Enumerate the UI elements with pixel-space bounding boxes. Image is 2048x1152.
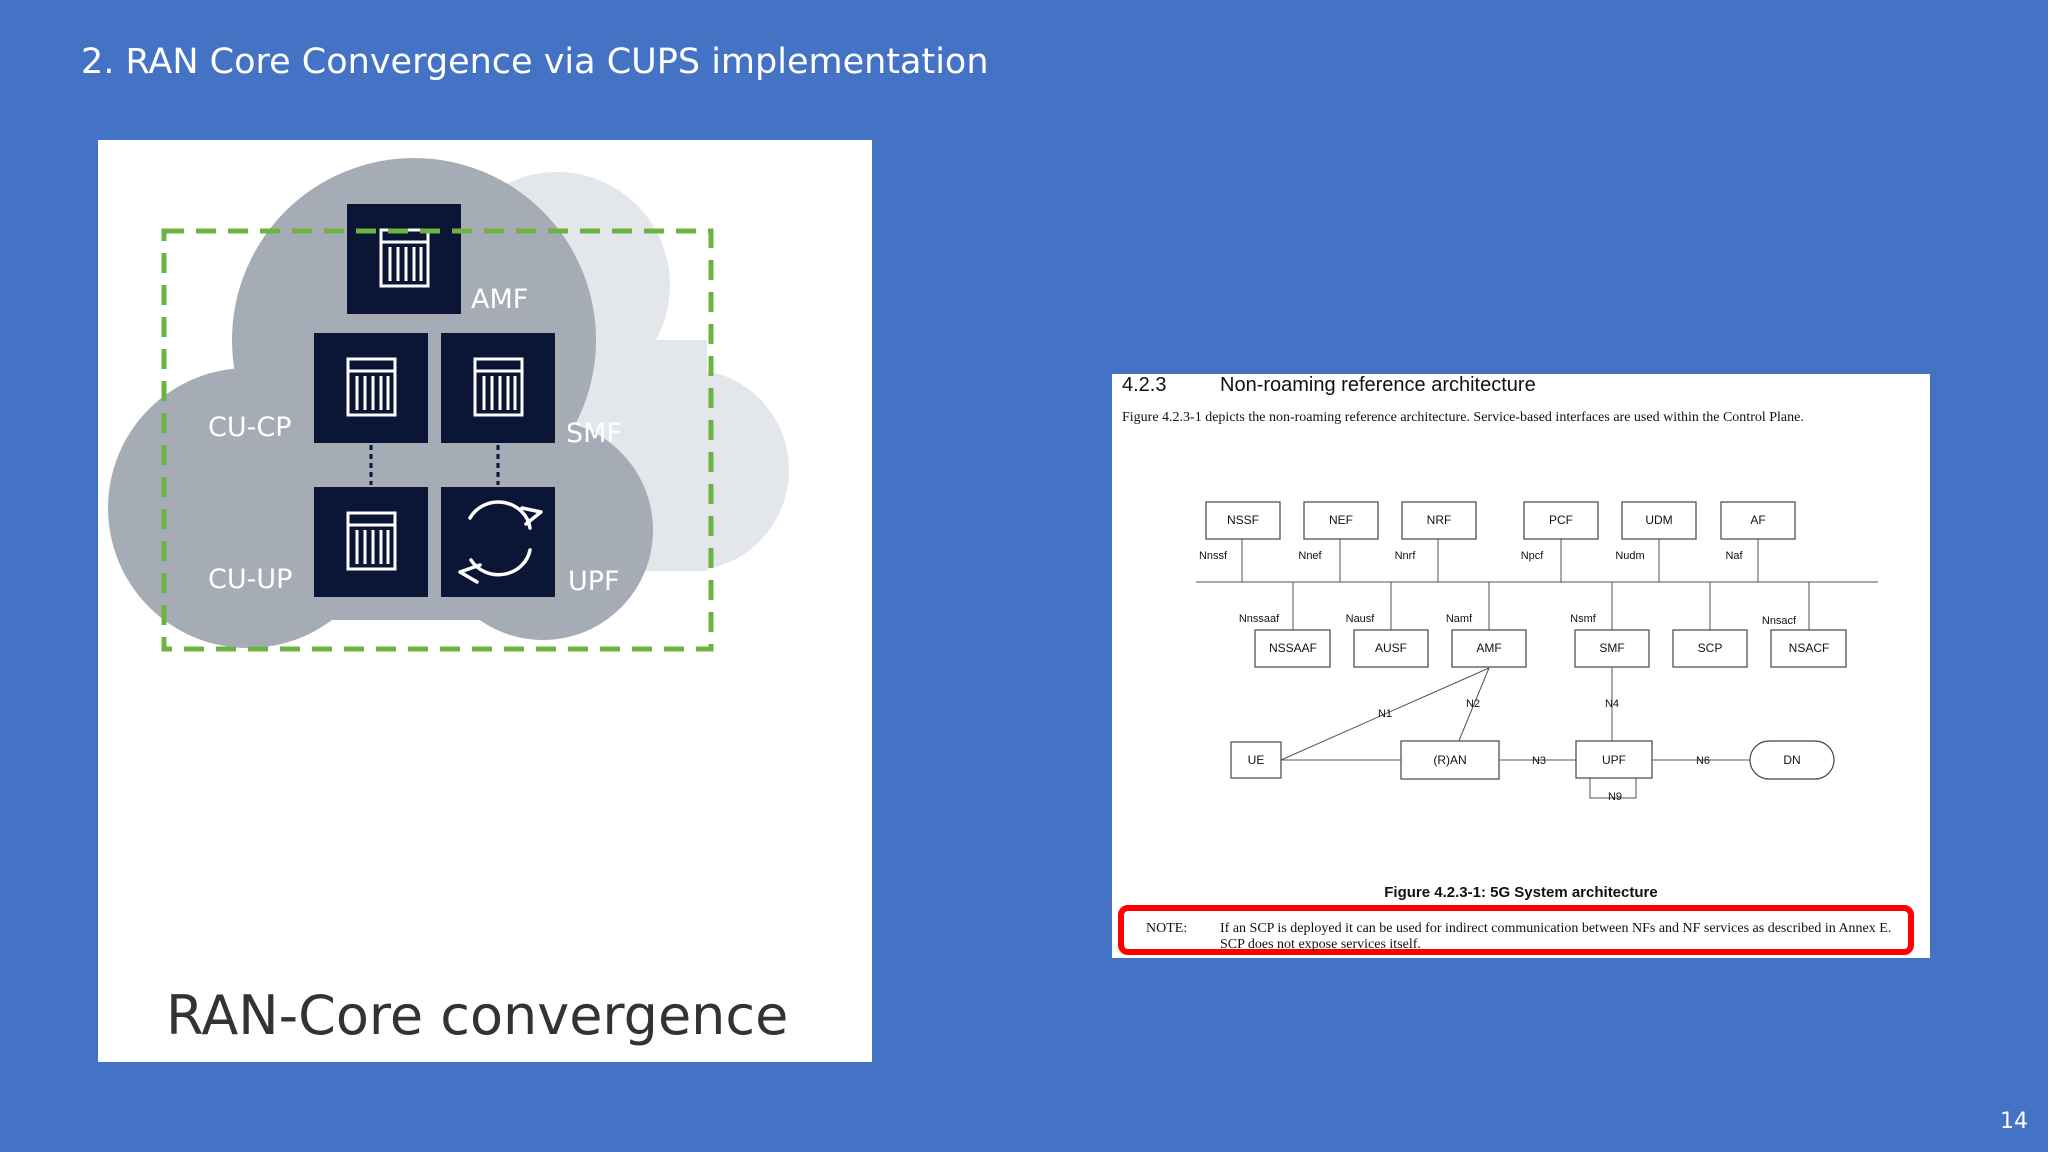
npcf-label: Npcf: [1521, 550, 1545, 562]
nudm-label: Nudm: [1615, 550, 1644, 562]
n9-loop: [1589, 778, 1637, 799]
ausf-node: AUSF: [1375, 641, 1407, 655]
nssf-node: NSSF: [1227, 513, 1259, 527]
ue-node: UE: [1248, 753, 1265, 767]
nnssaaf-label: Nnssaaf: [1239, 613, 1280, 625]
upf-node: [441, 487, 555, 597]
smf-label: SMF: [566, 418, 622, 449]
ran-core-diagram-panel: AMF CU-CP SMF CU-UP UPF RAN-Core converg…: [98, 140, 872, 1062]
section-title: Non-roaming reference architecture: [1220, 374, 1536, 396]
nef-node: NEF: [1329, 513, 1353, 527]
sync-arrows-icon: [458, 500, 543, 584]
highlighted-note: NOTE: If an SCP is deployed it can be us…: [1118, 905, 1914, 955]
pcf-node: PCF: [1549, 513, 1573, 527]
nnsacf-label: Nnsacf: [1762, 615, 1797, 627]
amf-node: AMF: [1476, 641, 1501, 655]
dn-node: DN: [1783, 753, 1800, 767]
server-icon: [346, 511, 397, 571]
server-icon: [379, 228, 430, 288]
cu-up-node: [314, 487, 428, 597]
nnssf-label: Nnssf: [1199, 550, 1228, 562]
upf-node: UPF: [1602, 753, 1626, 767]
convergence-boundary: [161, 228, 714, 652]
n4-label: N4: [1605, 698, 1619, 710]
nsacf-node: NSACF: [1789, 641, 1830, 655]
nausf-label: Nausf: [1346, 613, 1376, 625]
scp-node: SCP: [1698, 641, 1723, 655]
amf-node: [347, 204, 461, 314]
nssaaf-node: NSSAAF: [1269, 641, 1317, 655]
note-text: If an SCP is deployed it can be used for…: [1220, 921, 1892, 952]
ran-node: (R)AN: [1433, 753, 1466, 767]
5g-architecture-diagram: NSSF NEF NRF PCF UDM AF NSSAAF AUSF AMF …: [1196, 501, 1878, 803]
section-number: 4.2.3: [1122, 374, 1167, 396]
section-intro: Figure 4.2.3-1 depicts the non-roaming r…: [1122, 410, 1804, 425]
udm-node: UDM: [1645, 513, 1672, 527]
ran-core-diagram: [108, 158, 789, 652]
nnrf-label: Nnrf: [1395, 550, 1417, 562]
upf-label: UPF: [568, 566, 620, 597]
naf-label: Naf: [1725, 550, 1743, 562]
figure-caption: Figure 4.2.3-1: 5G System architecture: [1384, 884, 1658, 901]
nnef-label: Nnef: [1298, 550, 1322, 562]
n1-link: [1280, 667, 1490, 761]
ran-core-convergence-caption: RAN-Core convergence: [166, 984, 789, 1047]
section-heading: 4.2.3 Non-roaming reference architecture: [1122, 374, 1536, 397]
slide-number: 14: [2000, 1109, 2028, 1134]
server-icon: [473, 357, 524, 417]
nrf-node: NRF: [1427, 513, 1452, 527]
slide-title: 2. RAN Core Convergence via CUPS impleme…: [81, 42, 989, 82]
n2-link: [1457, 667, 1490, 744]
n6-label: N6: [1696, 755, 1710, 767]
cu-cp-label: CU-CP: [208, 412, 292, 443]
server-icon: [346, 357, 397, 417]
cu-up-label: CU-UP: [208, 564, 293, 595]
n3-label: N3: [1532, 755, 1546, 767]
n1-label: N1: [1378, 708, 1392, 720]
note-label: NOTE:: [1146, 921, 1188, 936]
n2-label: N2: [1466, 698, 1480, 710]
n9-label: N9: [1608, 791, 1622, 803]
amf-label: AMF: [471, 284, 529, 315]
af-node: AF: [1750, 513, 1765, 527]
namf-label: Namf: [1446, 613, 1473, 625]
nsmf-label: Nsmf: [1570, 613, 1597, 625]
smf-node: SMF: [1599, 641, 1624, 655]
cu-cp-node: [314, 333, 428, 443]
smf-node: [441, 333, 555, 443]
